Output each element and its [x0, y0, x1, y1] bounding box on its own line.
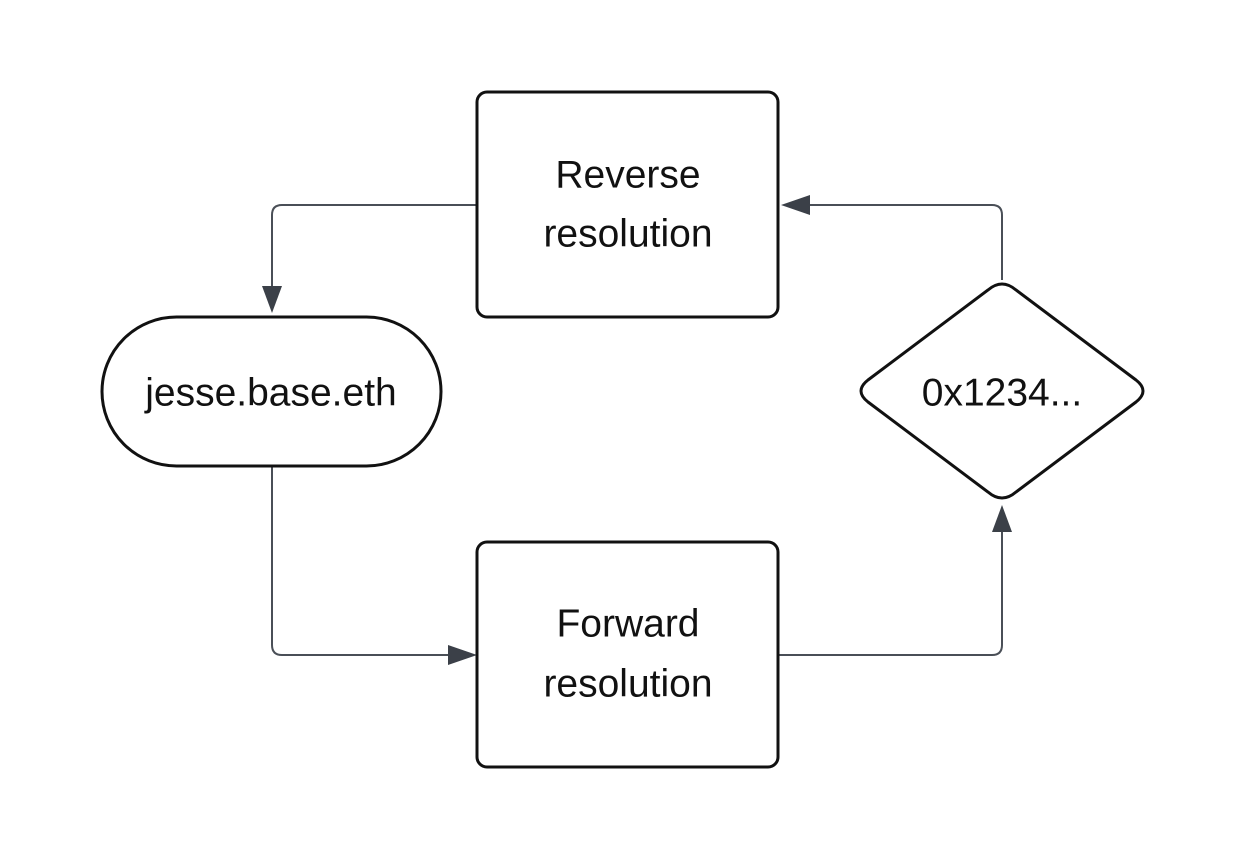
connectors: [262, 195, 1012, 665]
name-label: jesse.base.eth: [144, 372, 397, 415]
edge-name-to-forward: [271, 467, 452, 656]
forward-resolution-box: [475, 540, 780, 769]
edge-reverse-to-name: [271, 204, 477, 290]
address-diamond: [859, 282, 1145, 500]
address-label: 0x1234...: [922, 372, 1082, 415]
arrowhead-right-icon: [448, 645, 477, 665]
forward-resolution-label-line1: Forward: [556, 603, 699, 646]
node-name: jesse.base.eth: [100, 315, 443, 468]
edge-address-to-reverse: [806, 204, 1003, 280]
reverse-resolution-label-line1: Reverse: [555, 154, 700, 197]
forward-resolution-label-line2: resolution: [543, 663, 712, 706]
node-address: 0x1234...: [859, 282, 1145, 500]
name-terminator: [100, 315, 443, 468]
edge-forward-to-address: [779, 528, 1003, 656]
reverse-resolution-label-line2: resolution: [543, 213, 712, 256]
arrowhead-up-icon: [992, 505, 1012, 532]
arrowhead-down-icon: [262, 286, 282, 313]
node-forward-resolution: Forward resolution: [475, 540, 780, 769]
node-reverse-resolution: Reverse resolution: [475, 90, 780, 319]
reverse-resolution-box: [475, 90, 780, 319]
arrowhead-left-icon: [781, 195, 810, 215]
